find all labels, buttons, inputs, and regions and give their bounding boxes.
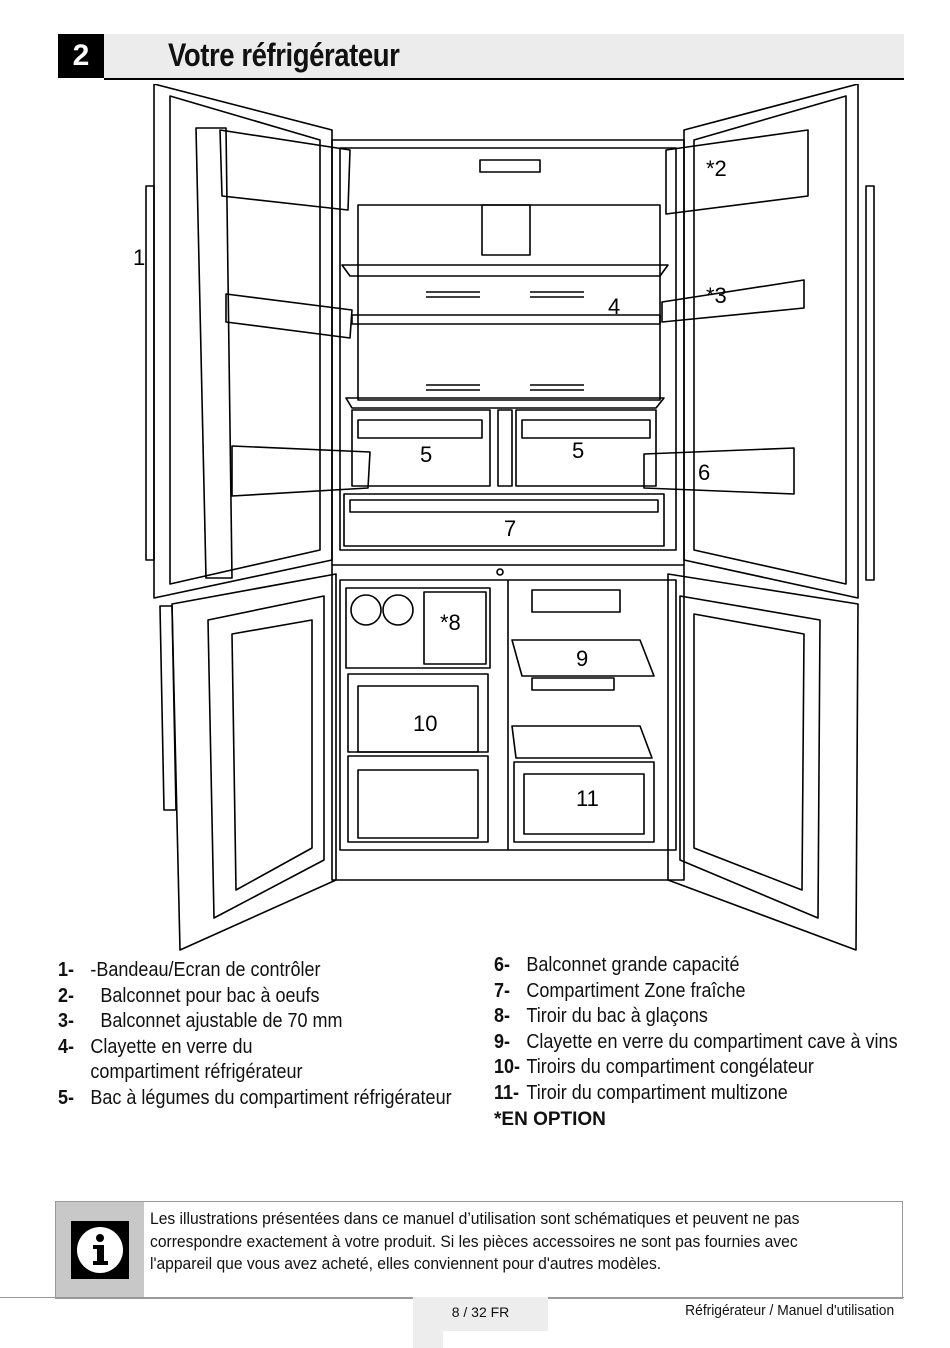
legend-item: 9-Clayette en verre du compartiment cave… [494, 1030, 898, 1053]
diagram-label-1: 1 [133, 245, 145, 270]
diagram-label-5b: 5 [572, 438, 584, 463]
legend-item: 5-Bac à légumes du compartiment réfrigér… [58, 1086, 452, 1109]
section-title: Votre réfrigérateur [168, 37, 400, 73]
diagram-label-9: 9 [576, 646, 588, 671]
legend-item: 11-Tiroir du compartiment multizone [494, 1081, 788, 1104]
legend-item: 10-Tiroirs du compartiment congélateur [494, 1056, 814, 1079]
page-tab [413, 1331, 443, 1348]
section-header: 2 Votre réfrigérateur [58, 34, 904, 80]
document-title: Réfrigérateur / Manuel d'utilisation [685, 1302, 894, 1319]
diagram-label-4: 4 [608, 294, 620, 319]
optional-note: *EN OPTION [494, 1108, 606, 1130]
diagram-label-3: *3 [706, 283, 727, 308]
section-number: 2 [58, 34, 104, 78]
legend-item: 1--Bandeau/Ecran de contrôler [58, 959, 321, 981]
legend-item: 4-Clayette en verre du compartiment réfr… [58, 1035, 303, 1084]
diagram-label-6: 6 [698, 460, 710, 485]
legend-item: 6-Balconnet grande capacité [494, 954, 740, 976]
section-title-bar: Votre réfrigérateur [104, 34, 904, 80]
diagram-label-10: 10 [413, 711, 437, 736]
page-number: 8 / 32 FR [413, 1297, 548, 1331]
diagram-label-5a: 5 [420, 442, 432, 467]
diagram-label-2: *2 [706, 156, 727, 181]
info-note-text: Les illustrations présentées dans ce man… [150, 1209, 800, 1273]
info-icon-box [56, 1202, 144, 1298]
legend-right: 6-Balconnet grande capacité 7-Compartime… [494, 953, 914, 1132]
legend-left: 1--Bandeau/Ecran de contrôler 2- Balconn… [58, 958, 478, 1112]
legend-item: 2- Balconnet pour bac à oeufs [58, 984, 320, 1007]
legend-item: 7-Compartiment Zone fraîche [494, 979, 746, 1002]
info-note: Les illustrations présentées dans ce man… [55, 1201, 903, 1299]
diagram-label-11: 11 [576, 786, 599, 811]
legend-item: 3- Balconnet ajustable de 70 mm [58, 1010, 343, 1033]
diagram-label-7: 7 [504, 516, 516, 541]
info-icon [71, 1221, 129, 1279]
diagram-label-8: *8 [440, 610, 461, 635]
refrigerator-diagram: 1 *2 *3 4 5 5 6 7 *8 9 10 11 [133, 84, 875, 951]
legend-item: 8-Tiroir du bac à glaçons [494, 1005, 708, 1028]
